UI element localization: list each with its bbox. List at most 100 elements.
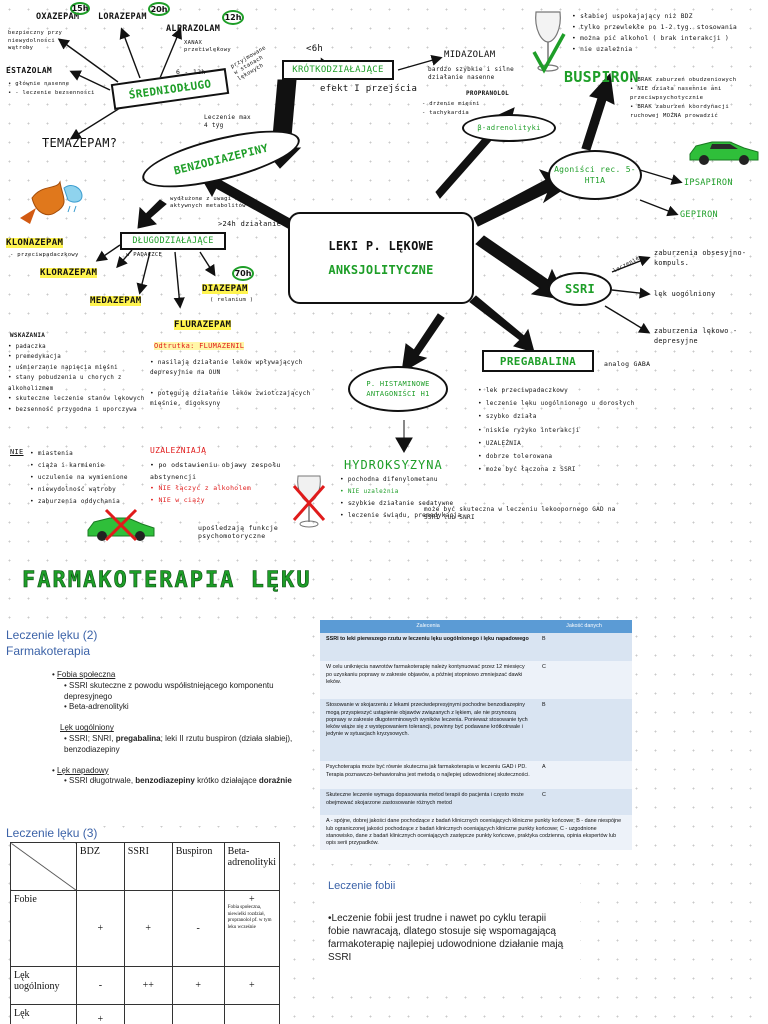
fobii-text: •Leczenie fobii jest trudne i nawet po c… <box>328 913 564 963</box>
ssri-oval: SSRI <box>548 272 612 306</box>
hist-oval: P. HISTAMINOWE ANTAGONIŚCI H1 <box>348 366 448 412</box>
slide3-title: Leczenie lęku (3) <box>6 826 98 840</box>
buspiron-top-note: można pić alkohol ( brak interakcji ) <box>572 34 762 45</box>
gt24h-label: >24h działanie <box>218 220 282 228</box>
range-note: 6 - 12h <box>176 68 206 76</box>
wine-glass-crossed-icon <box>292 475 326 528</box>
ssri-item-1: lęk uogólniony <box>654 290 716 298</box>
hydro-list: pochodna difenylometanu NIE uzależnia sz… <box>340 474 480 522</box>
ln-text-a: SSRI długotrwale, <box>69 776 136 786</box>
col-header: Buspiron <box>171 842 225 891</box>
pregabalina-list: lek przeciwpadaczkowy leczenie lęku uogó… <box>478 384 654 476</box>
medazepam-text: MEDAZEPAM <box>90 296 142 306</box>
cell: + <box>223 966 281 1005</box>
zalecenia-col-header: Zalecenia <box>320 620 536 634</box>
nie-item: miastenia <box>30 448 150 460</box>
table-row: Stosowanie w skojarzeniu z lekami przeci… <box>320 699 632 762</box>
cell: + <box>249 894 255 905</box>
section-title: FARMAKOTERAPIA LĘKU <box>22 568 312 594</box>
ln-item: • SSRI długotrwale, benzodiazepiny krótk… <box>64 776 292 786</box>
table-row: Fobie + + - + Fobia społeczna, niewielki… <box>10 890 281 967</box>
slide-leczenie-2: Leczenie lęku (2) Farmakoterapia • Fobia… <box>0 622 302 826</box>
dlugo-box: DŁUGODZIAŁAJĄCE <box>120 232 226 250</box>
propranolol-note: - tachykardia <box>422 109 469 116</box>
uzaleznia-item: NIE łączyć z alkoholem <box>150 483 320 495</box>
alprazolam-label: ALPRAZOLAM <box>166 24 221 34</box>
lt6h-label: <6h <box>306 44 324 54</box>
fobia-heading: Fobia społeczna <box>57 670 116 679</box>
pregabalina-item: leczenie lęku uogólnionego u dorosłych <box>478 397 654 410</box>
wskazania-item: premedykacja <box>8 352 152 362</box>
wydluzone-note: wydłużone z uwagi na aktywnych metabolit… <box>170 196 246 210</box>
slide1-body: • Fobia społeczna • SSRI skuteczne z pow… <box>52 670 296 787</box>
nie-item: uczulenie na wymienione <box>30 472 150 484</box>
zalecenia-grade: B <box>536 699 632 762</box>
uzaleznia-item-3: upośledzają funkcje psychomotoryczne <box>198 524 279 541</box>
ln-text-b: krótko działające <box>194 776 259 786</box>
car-crossed-icon <box>87 508 155 542</box>
ln-text-bold: benzodiazepiny <box>135 776 195 786</box>
col-header: Beta-adrenolityki <box>223 842 281 891</box>
dlugo-label: DŁUGODZIAŁAJĄCE <box>132 236 214 246</box>
zalecenia-footnote: A - spójne, dobrej jakości dane pochodzą… <box>320 815 632 851</box>
wskazania-title: WSKAZANIA <box>10 332 46 339</box>
center-line1: LEKI P. LĘKOWE <box>328 239 434 253</box>
estazolam-note: - leczenie bezsenności <box>8 89 95 98</box>
nie-item: niewydolność wątroby <box>30 484 150 496</box>
zalecenia-grade: A <box>536 761 632 790</box>
buspiron-top-note: tylko przewlekłe po 1-2 tyg. stosowania <box>572 23 762 34</box>
cell-with-note: + Fobia społeczna, niewielki rozdział, p… <box>223 890 281 967</box>
cell: - <box>75 966 125 1005</box>
row-label: Lęk <box>10 1004 77 1024</box>
nie-label: NIE <box>10 448 24 456</box>
slide3-panel: BDZ SSRI Buspiron Beta-adrenolityki Fobi… <box>10 842 281 1024</box>
agonisci-label: Agoniści rec. 5-HT1A <box>554 164 636 185</box>
cell: + <box>171 966 225 1005</box>
ln-text-bold2: doraźnie <box>258 776 292 786</box>
badge-20h: 20h <box>148 2 170 16</box>
slide1-title2: Farmakoterapia <box>6 644 91 658</box>
klonazepam-note: - przeciwpadaczkowy <box>10 252 79 258</box>
buspiron-note: BRAK zaburzeń obudzeniowych <box>630 76 762 85</box>
diazepam-text: DIAZEPAM <box>202 284 248 294</box>
badge-15h: 15h <box>70 2 90 15</box>
wskazania-item: skuteczne leczenie stanów lękowych <box>8 394 152 404</box>
fobia-item-0: • SSRI skuteczne z powodu współistniejąc… <box>64 680 274 701</box>
cell: ++ <box>123 966 173 1005</box>
buspiron-top-note: słabiej uspokajający niż BDZ <box>572 12 762 23</box>
fobia-item-0-text: SSRI skuteczne z powodu współistniejąceg… <box>64 680 274 701</box>
fobia-item-1: • Beta-adrenolityki <box>64 702 129 712</box>
buspiron-top-note: nie uzależnia <box>572 45 762 56</box>
midazolam-label: MIDAZOLAM <box>444 50 496 60</box>
pregabalina-item: może być łączona z SSRI <box>478 463 654 476</box>
fobii-text-content: Leczenie fobii jest trudne i nawet po cy… <box>328 913 564 963</box>
lu-item: • SSRI; SNRI, pregabalina; leki II rzutu… <box>64 733 293 754</box>
pregabalina-label: PREGABALINA <box>499 354 577 368</box>
col-header: BDZ <box>75 842 125 891</box>
xanax-note: XANAX przeciwlękowy <box>184 40 231 54</box>
uzaleznia-item: po odstawieniu objawy zespołu abstynencj… <box>150 460 320 483</box>
table-row: Skuteczne leczenie wymaga dopasowania me… <box>320 789 632 816</box>
temazepam-label: TEMAZEPAM? <box>42 136 118 150</box>
wskazania-list: padaczka premedykacja uśmierzanie napięc… <box>8 342 152 415</box>
zalecenia-cell: SSRI to leki pierwszego rzutu w leczeniu… <box>320 633 536 662</box>
wskazania-item: stany pobudzenia u chorych z alkoholizme… <box>8 373 152 394</box>
diazepam-label: DIAZEPAM <box>202 284 248 294</box>
ipsapiron-label: IPSAPIRON <box>684 178 733 188</box>
zalecenia-grade: C <box>536 789 632 816</box>
ssri-label: SSRI <box>564 282 596 296</box>
table-row: Psychoterapia może być równie skuteczna … <box>320 761 632 790</box>
fobii-title: Leczenie fobii <box>328 880 396 892</box>
uzaleznia-label: UZALEŻNIAJĄ <box>150 446 207 455</box>
uzaleznia-list: po odstawieniu objawy zespołu abstynencj… <box>150 460 320 507</box>
pregabalina-item: niskie ryzyko interakcji <box>478 424 654 437</box>
midazolam-note: bardzo szybkie i silne działanie nasenne <box>428 66 515 82</box>
hydro-item: szybkie działanie sedatywne <box>340 498 480 510</box>
oxazepam-label: OXAZEPAM <box>36 12 80 22</box>
zalecenia-grade: B <box>536 633 632 662</box>
padaczce-note: w PADACZCE <box>126 252 163 258</box>
diazepam-note: ( relanium ) <box>210 297 254 303</box>
buspiron-label: BUSPIRON <box>564 68 639 86</box>
nie-item: zaburzenia oddychania <box>30 496 150 508</box>
